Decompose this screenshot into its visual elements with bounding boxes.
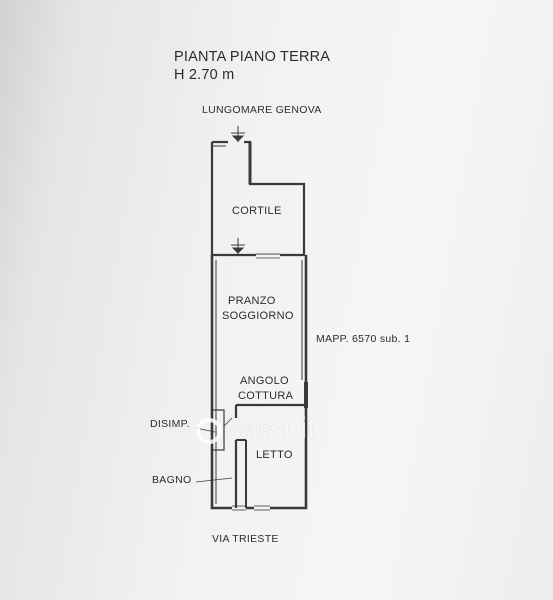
ceiling-height: H 2.70 m bbox=[174, 67, 235, 83]
watermark-logo-icon bbox=[196, 418, 222, 444]
street-label-top: LUNGOMARE GENOVA bbox=[202, 104, 322, 116]
room-cortile: CORTILE bbox=[232, 205, 282, 217]
room-angolo-line2: COTTURA bbox=[238, 390, 294, 402]
room-letto: LETTO bbox=[256, 449, 293, 461]
room-bagno: BAGNO bbox=[152, 474, 192, 486]
street-label-bottom: VIA TRIESTE bbox=[212, 533, 279, 545]
room-pranzo-line2: SOGGIORNO bbox=[222, 310, 294, 322]
watermark: casa.it bbox=[226, 412, 317, 445]
room-disimp: DISIMP. bbox=[150, 418, 190, 430]
room-pranzo-line1: PRANZO bbox=[228, 295, 276, 307]
plan-title: PIANTA PIANO TERRA bbox=[174, 49, 331, 65]
cadastral-reference: MAPP. 6570 sub. 1 bbox=[316, 333, 411, 345]
courtyard-walls bbox=[210, 140, 306, 257]
room-angolo-line1: ANGOLO bbox=[240, 375, 289, 387]
